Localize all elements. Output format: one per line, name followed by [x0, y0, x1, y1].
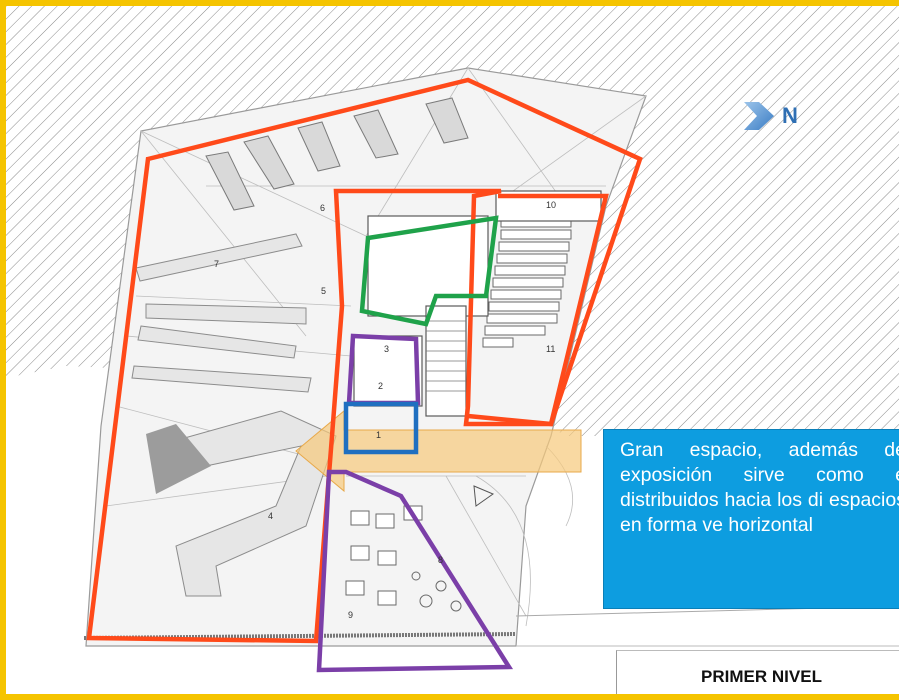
- room-number-7: 7: [214, 259, 220, 269]
- blue-zone-outline: [343, 401, 419, 455]
- room-number-2: 2: [378, 381, 384, 391]
- level-label: PRIMER NIVEL: [701, 667, 822, 686]
- room-number-6: 6: [320, 203, 326, 213]
- room-number-11: 11: [546, 344, 556, 354]
- plants: [411, 571, 462, 612]
- description-callout: Gran espacio, además de exposición sirve…: [603, 429, 899, 609]
- north-arrow-icon: [744, 102, 774, 130]
- callout-text: Gran espacio, además de exposición sirve…: [620, 439, 899, 536]
- sculpture-shape: [146, 424, 211, 494]
- stair-lines: [426, 320, 466, 392]
- level-box: PRIMER NIVEL: [616, 650, 899, 694]
- display-cases: [205, 97, 469, 211]
- auditorium-seats: [482, 217, 572, 348]
- room-number-5: 5: [321, 286, 327, 296]
- green-zone-outline: [359, 215, 499, 327]
- red-zone-outline-2: [467, 193, 609, 427]
- room-number-1: 1: [376, 430, 382, 440]
- room-number-8: 8: [438, 555, 444, 565]
- office-desks: [345, 505, 423, 606]
- triangle-mark: [473, 485, 495, 507]
- room-number-10: 10: [546, 200, 557, 210]
- room-number-4: 4: [268, 511, 274, 521]
- north-indicator: N: [742, 94, 798, 138]
- north-label: N: [782, 103, 798, 128]
- room-number-3: 3: [384, 344, 390, 354]
- purple-zone-outline-bottom: [316, 469, 514, 673]
- floor-plan: [6, 6, 899, 694]
- red-zone-outline: [86, 77, 643, 644]
- room-number-9: 9: [348, 610, 354, 620]
